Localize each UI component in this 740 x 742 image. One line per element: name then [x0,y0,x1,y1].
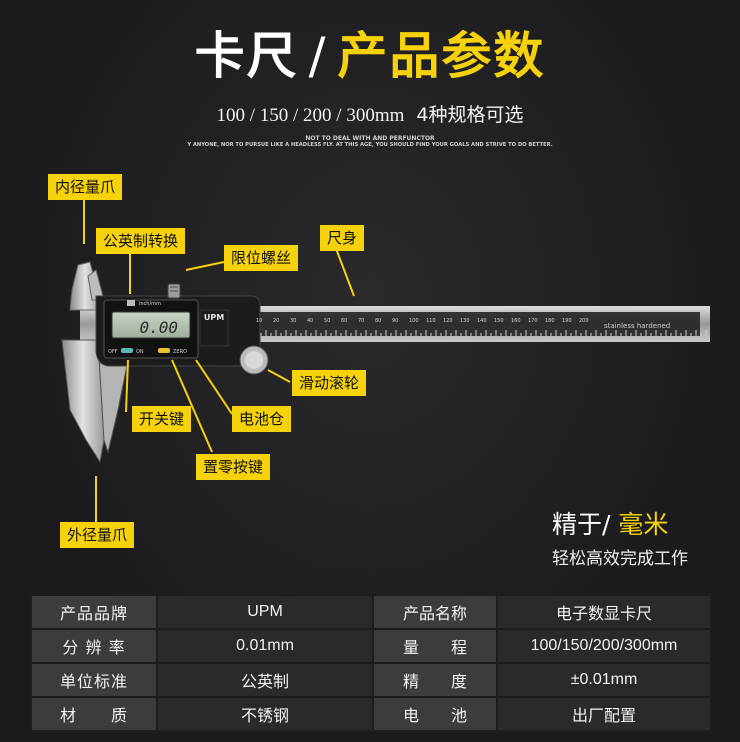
spec-value: 电子数显卡尺 [496,594,712,630]
subtitle: 100 / 150 / 200 / 300mm 4种规格可选 [0,100,740,127]
spec-value: 100/150/200/300mm [496,628,712,664]
scale-number: 80 [375,318,381,324]
label-outer-jaw: 外径量爪 [60,522,135,548]
label-ruler-body: 尺身 [320,225,365,251]
thumb-roller[interactable] [239,345,269,375]
ruler-marking: stainless hardened [604,322,670,330]
title-accent: 产品参数 [337,27,546,85]
scale-number: 120 [443,318,453,324]
display-housing: 0.00 inch/mm UPM OFF ON ZERO [95,295,261,367]
spec-key: 单位标准 [30,662,158,698]
table-row: 单位标准公英制精 度±0.01mm [30,662,712,698]
scale-number: 110 [426,318,436,324]
title-main: 卡尺 [194,27,299,85]
slogan-sep: / [602,510,619,539]
off-label: OFF [108,349,118,355]
scale-number: 40 [307,318,313,324]
label-unit-switch: 公英制转换 [96,228,186,254]
spec-value: ±0.01mm [496,662,712,698]
power-button[interactable] [121,348,133,353]
spec-value: 0.01mm [156,628,374,664]
size-note: 4种规格可选 [416,104,524,126]
spec-key: 分 辨 率 [30,628,158,664]
spec-value: 公英制 [156,662,374,698]
zero-button[interactable] [158,348,170,353]
page-title: 卡尺/产品参数 [0,26,740,86]
scale-number: 150 [494,318,504,324]
lcd-readout: 0.00 [139,318,178,337]
spec-value: 出厂配置 [496,696,712,732]
title-separator: / [308,27,328,85]
label-limit-screw: 限位螺丝 [224,245,299,271]
spec-value: UPM [156,594,374,630]
scale-number: 50 [324,318,330,324]
spec-key: 产品名称 [372,594,498,630]
label-thumb-roller: 滑动滚轮 [292,370,367,396]
scale-number: 20 [273,318,279,324]
slogan-part-a: 精于 [552,510,603,539]
motto-line-1: NOT TO DEAL WITH AND PERFUNCTOR [305,135,435,142]
spec-key: 材 质 [30,696,158,732]
spec-key: 电 池 [372,696,498,732]
spec-key: 精 度 [372,662,498,698]
scale-number: 160 [511,318,521,324]
scale-number: 180 [545,318,555,324]
label-power-key: 开关键 [132,406,192,432]
scale-number: 10 [256,318,262,324]
limit-screw [167,283,181,299]
scale-number: 90 [392,318,398,324]
scale-number: 60 [341,318,347,324]
spec-key: 量 程 [372,628,498,664]
scale-number: 200 [579,318,589,324]
spec-key: 产品品牌 [30,594,158,630]
lcd-screen [111,311,191,339]
motto-line-2: Y ANYONE, NOR TO PURSUE LIKE A HEADLESS … [187,142,553,148]
slogan-part-b: 毫米 [618,510,669,539]
scale-number: 30 [290,318,296,324]
label-inner-jaw: 内径量爪 [48,174,123,200]
scale-number: 100 [409,318,419,324]
spec-value: 不锈钢 [156,696,374,732]
scale-number: 140 [477,318,487,324]
scale-number: 170 [528,318,538,324]
zero-label: ZERO [173,349,187,355]
label-battery: 电池仓 [232,406,292,432]
scale-number: 190 [562,318,572,324]
slogan-line-2: 轻松高效完成工作 [552,549,688,569]
unit-button[interactable] [127,300,135,306]
unit-button-label: inch/mm [139,301,161,307]
scale-number: 70 [358,318,364,324]
scale-number: 130 [460,318,470,324]
size-specs: 100 / 150 / 200 / 300mm [216,105,405,126]
label-zero-key: 置零按键 [196,454,271,480]
device-brand: UPM [204,313,224,322]
slogan-line-1: 精于/ 毫米 [552,505,668,541]
table-row: 材 质不锈钢电 池出厂配置 [30,696,712,732]
on-label: ON [136,349,144,355]
